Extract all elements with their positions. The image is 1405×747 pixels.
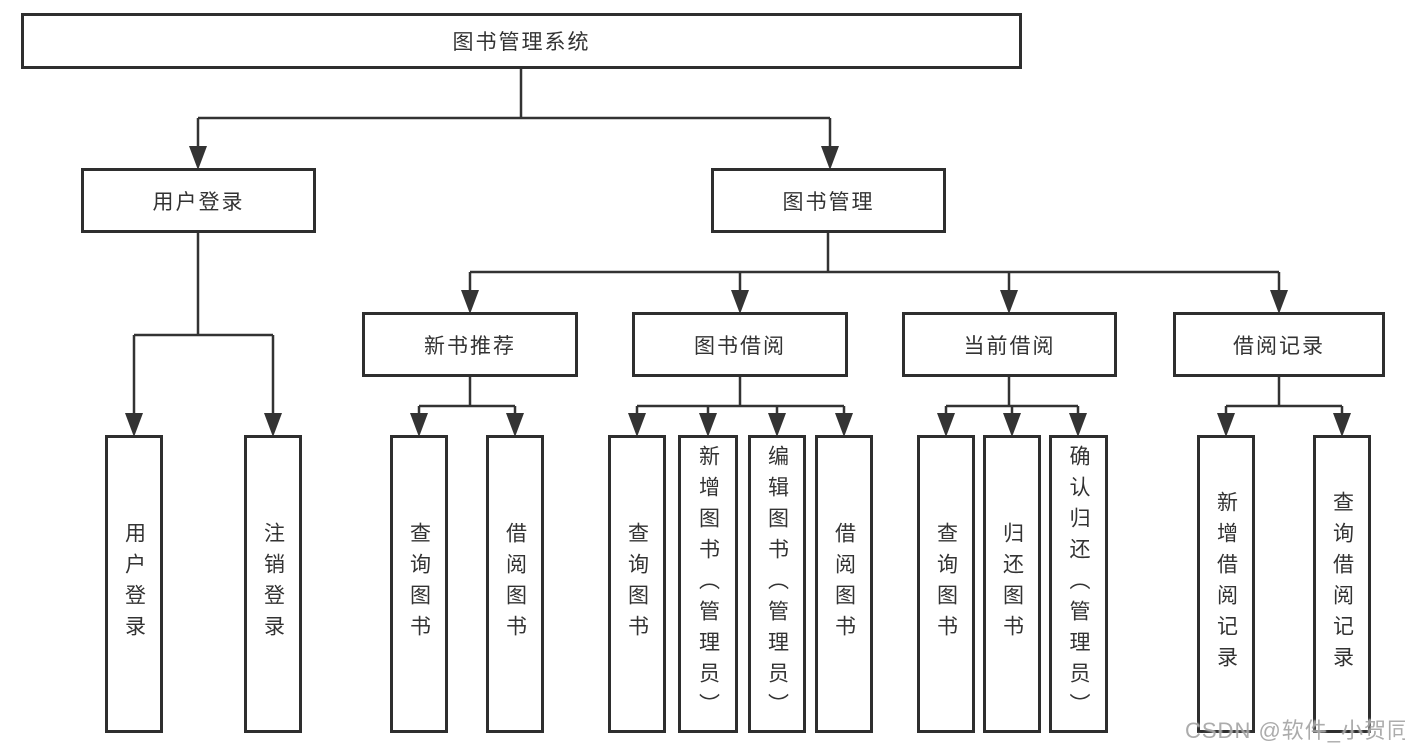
node-current-borrow: 当前借阅 <box>902 312 1117 377</box>
node-book-management: 图书管理 <box>711 168 946 233</box>
node-leaf-confirm-return-admin: 确认归还（管理员） <box>1049 435 1108 733</box>
node-leaf-query-books-current: 查询图书 <box>917 435 975 733</box>
node-leaf-query-books-borrow: 查询图书 <box>608 435 666 733</box>
node-leaf-user-login: 用户登录 <box>105 435 163 733</box>
node-leaf-add-borrow-record: 新增借阅记录 <box>1197 435 1255 733</box>
node-label: 归还图书 <box>1000 522 1024 646</box>
node-label: 确认归还（管理员） <box>1067 444 1090 724</box>
node-label: 新增图书（管理员） <box>696 444 720 724</box>
node-leaf-borrow-books: 借阅图书 <box>815 435 873 733</box>
node-label: 查询图书 <box>934 522 958 646</box>
node-leaf-query-books-recommend: 查询图书 <box>390 435 448 733</box>
node-label: 用户登录 <box>152 190 245 214</box>
node-leaf-query-borrow-record: 查询借阅记录 <box>1313 435 1371 733</box>
node-label: 注销登录 <box>261 522 285 646</box>
node-leaf-return-books: 归还图书 <box>983 435 1041 733</box>
node-label: 新书推荐 <box>424 334 516 358</box>
node-label: 借阅记录 <box>1233 334 1325 358</box>
node-label: 用户登录 <box>122 522 146 646</box>
node-user-login: 用户登录 <box>81 168 316 233</box>
node-leaf-borrow-books-recommend: 借阅图书 <box>486 435 544 733</box>
node-label: 图书管理 <box>782 190 875 214</box>
node-label: 图书借阅 <box>694 334 786 358</box>
node-borrow-records: 借阅记录 <box>1173 312 1385 377</box>
arrowhead-icons <box>125 146 1351 437</box>
node-leaf-add-books-admin: 新增图书（管理员） <box>678 435 738 733</box>
csdn-watermark: CSDN @软件_小贺同学 <box>1185 718 1405 743</box>
node-label: 新增借阅记录 <box>1214 491 1238 677</box>
node-book-borrow: 图书借阅 <box>632 312 848 377</box>
node-label: 查询图书 <box>625 522 649 646</box>
node-label: 查询图书 <box>407 522 431 646</box>
node-label: 查询借阅记录 <box>1330 491 1354 677</box>
node-library-management-system: 图书管理系统 <box>21 13 1022 69</box>
node-label: 当前借阅 <box>963 334 1056 358</box>
node-label: 借阅图书 <box>503 522 527 646</box>
node-label: 借阅图书 <box>832 522 856 646</box>
node-leaf-edit-books-admin: 编辑图书（管理员） <box>748 435 806 733</box>
node-new-book-recommend: 新书推荐 <box>362 312 578 377</box>
node-label: 图书管理系统 <box>452 31 591 54</box>
node-leaf-logout: 注销登录 <box>244 435 302 733</box>
node-label: 编辑图书（管理员） <box>765 444 789 724</box>
